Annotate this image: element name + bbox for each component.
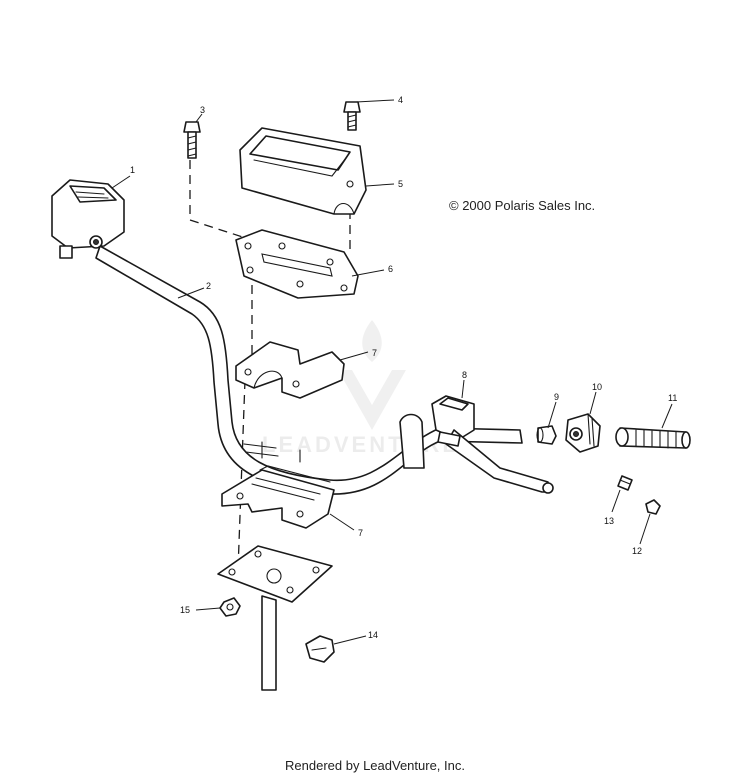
end-cap xyxy=(645,499,661,515)
callout-3: 3 xyxy=(200,105,205,115)
callout-8: 8 xyxy=(462,370,467,380)
callout-9: 9 xyxy=(554,392,559,402)
screw xyxy=(617,475,633,491)
callout-12: 12 xyxy=(632,546,642,556)
callout-1: 1 xyxy=(130,165,135,175)
callout-2: 2 xyxy=(206,281,211,291)
lower-clamp xyxy=(221,465,335,529)
callout-5: 5 xyxy=(398,179,403,189)
callout-10: 10 xyxy=(592,382,602,392)
steering-post xyxy=(217,545,333,691)
callout-13: 13 xyxy=(604,516,614,526)
footer-credit: Rendered by LeadVenture, Inc. xyxy=(285,758,465,773)
spacer xyxy=(536,425,557,445)
nut xyxy=(219,597,241,617)
callout-14: 14 xyxy=(368,630,378,640)
cable-clip xyxy=(305,635,335,663)
callout-6: 6 xyxy=(388,264,393,274)
handle-grip xyxy=(615,427,691,449)
handlebar-cover xyxy=(239,127,367,215)
throttle-housing xyxy=(565,413,601,453)
bolt-left xyxy=(183,121,201,159)
callout-4: 4 xyxy=(398,95,403,105)
callout-numbers: 1 2 3 4 5 6 7 7 8 9 10 11 12 13 14 15 xyxy=(130,95,677,640)
callout-11: 11 xyxy=(668,393,677,403)
upper-clamp xyxy=(235,341,345,399)
handlebar xyxy=(95,245,523,495)
switch-housing xyxy=(51,179,125,259)
copyright-notice: © 2000 Polaris Sales Inc. xyxy=(449,198,596,213)
callout-7-upper: 7 xyxy=(372,348,377,358)
callout-7-lower: 7 xyxy=(358,528,363,538)
bolt-right xyxy=(343,101,361,131)
gasket-plate xyxy=(235,229,359,299)
leader-lines xyxy=(111,99,673,645)
callout-15: 15 xyxy=(180,605,190,615)
brake-master-cylinder xyxy=(399,395,554,494)
